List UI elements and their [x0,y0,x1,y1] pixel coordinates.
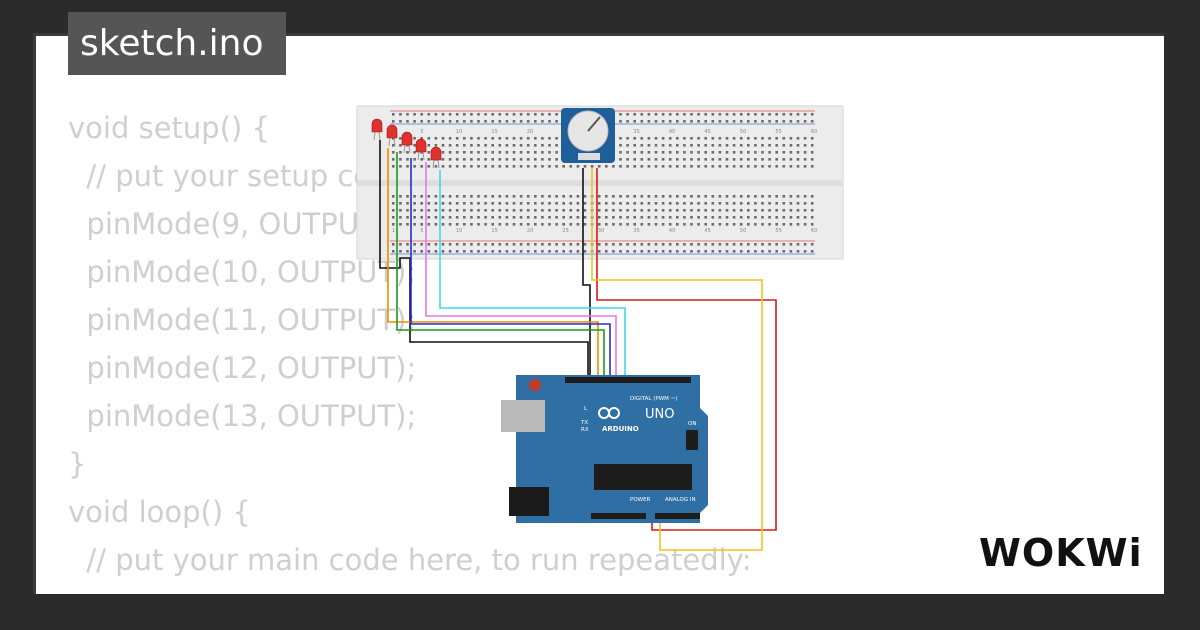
code-line: void loop() { [68,495,251,529]
code-line: pinMode(13, OUTPUT); [68,399,417,433]
led [415,138,427,161]
breadboard-column-label: 50 [740,228,746,234]
wires [379,140,777,551]
breadboard-column-label: 10 [456,228,462,234]
icsp-header [686,430,698,450]
led-group [371,118,442,169]
breadboard-column-label: 55 [775,129,781,135]
led [386,124,398,147]
wokwi-logo: WOKWi [979,531,1143,575]
wire-black [379,140,589,378]
usb-port [501,400,545,432]
breadboard-column-label: 60 [811,228,817,234]
breadboard-column-label: 20 [527,129,533,135]
wire-red [596,168,777,531]
power-jack [509,487,549,516]
wire-green [396,152,605,378]
digital-label: DIGITAL (PWM ~) [630,396,677,402]
power-label: POWER [630,497,651,503]
breadboard-column-label: 50 [740,129,746,135]
breadboard-column-label: 30 [598,228,604,234]
l-label: L [584,406,588,412]
analog-label: ANALOG IN [665,497,696,503]
breadboard-column-label: 25 [562,228,568,234]
breadboard-column-label: 1 [392,228,395,234]
on-label: ON [688,421,696,427]
led [401,131,413,154]
led [371,118,383,141]
reset-button [529,379,541,391]
breadboard-column-label: 20 [527,228,533,234]
arduino-brand: ARDUINO [602,425,639,433]
wokwi-logo-text: WOKWi [979,531,1143,575]
breadboard-column-label: 35 [633,129,639,135]
wire-black-pot [582,168,591,378]
code-line: // put your main code here, to run repea… [68,543,752,577]
breadboard-column-label: 5 [420,228,423,234]
wire-pink [425,162,617,378]
potentiometer [561,108,615,163]
breadboard-column-label: 55 [775,228,781,234]
wire-orange [387,148,599,378]
breadboard-column-label: 35 [633,228,639,234]
arduino-model: UNO [645,407,674,422]
code-preview: void setup() { // put your setup code he… [68,104,752,594]
breadboard-column-label: 60 [811,129,817,135]
code-line: int pot = analogRead(A0); [68,584,752,594]
tx-label: TX [580,420,588,426]
atmega-chip [594,464,692,490]
led [430,146,442,169]
breadboard: 1155101015152020252530303535404045455050… [356,105,844,260]
breadboard-column-label: 45 [704,228,710,234]
arduino-uno: ARDUINO UNO DIGITAL (PWM ~) POWER ANALOG… [501,375,708,523]
breadboard-column-label: 40 [669,228,675,234]
breadboard-column-label: 40 [669,129,675,135]
breadboard-column-label: 15 [491,228,497,234]
breadboard-column-label: 10 [456,129,462,135]
power-header [591,513,646,519]
rx-label: RX [581,427,589,433]
breadboard-column-label: 45 [704,129,710,135]
digital-header [565,377,691,383]
code-line: pinMode(10, OUTPUT); [68,255,417,289]
wire-cyan [439,170,626,378]
code-line: void setup() { [68,111,270,145]
code-line: } [68,447,87,481]
breadboard-column-label: 5 [420,129,423,135]
wire-yellow [591,168,763,551]
code-line: pinMode(11, OUTPUT); [68,303,417,337]
analog-header [655,513,700,519]
wire-blue [410,158,611,378]
file-title: sketch.ino [68,12,286,75]
breadboard-column-label: 15 [491,129,497,135]
code-line: pinMode(12, OUTPUT); [68,351,417,385]
